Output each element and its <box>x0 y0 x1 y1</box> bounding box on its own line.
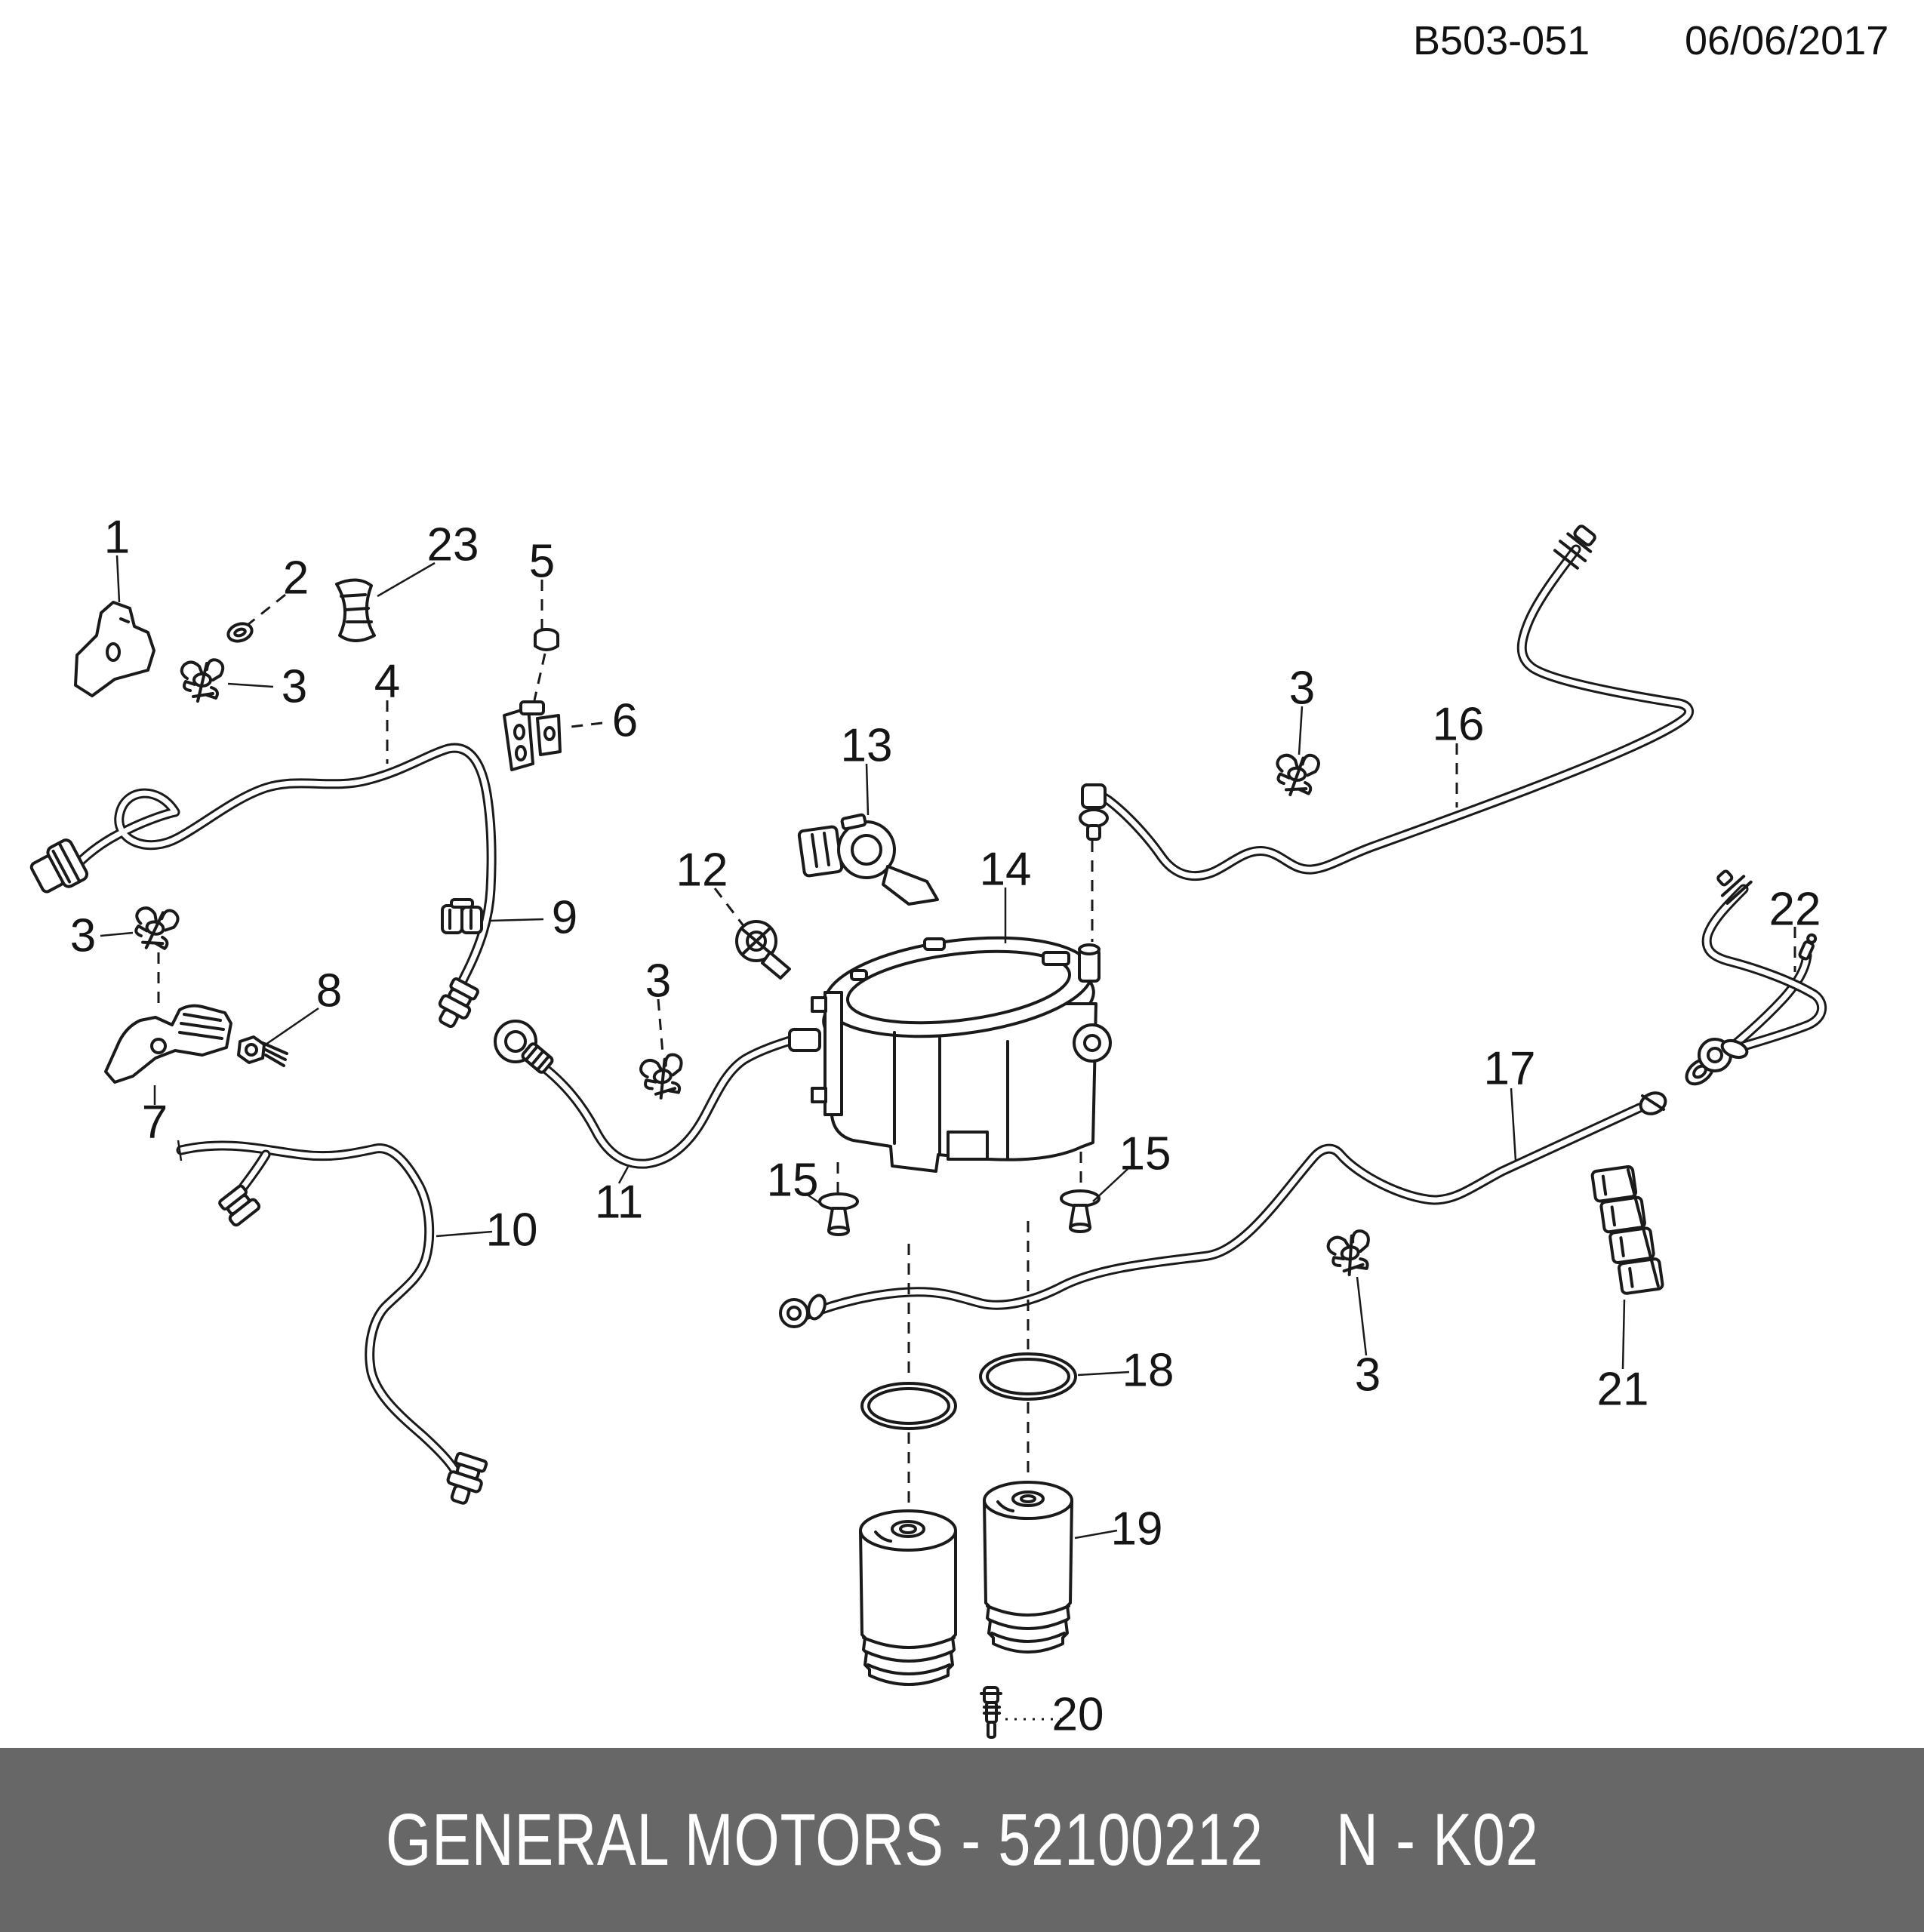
footer-revision: N - K02 <box>1335 1798 1539 1881</box>
callout-3: 3 <box>70 910 96 962</box>
fuel-hose-4 <box>29 743 497 1029</box>
callout-5: 5 <box>529 536 555 588</box>
bracket-1 <box>74 601 155 697</box>
callout-11: 11 <box>595 1177 643 1229</box>
filter-outlet-boss <box>1073 1023 1112 1063</box>
fuel-filter-assembly <box>811 936 1112 1173</box>
callout-14: 14 <box>980 844 1032 896</box>
clip-3-d <box>1273 750 1322 799</box>
callout-23: 23 <box>427 519 479 571</box>
callout-10: 10 <box>486 1204 538 1257</box>
callout-17: 17 <box>1484 1043 1536 1095</box>
diagram-date: 06/06/2017 <box>1685 18 1889 63</box>
callout-21: 21 <box>1597 1364 1649 1416</box>
bracket-7 <box>104 1004 232 1084</box>
pipe16-tip-fitting <box>1553 525 1596 570</box>
sensor-12 <box>735 920 791 980</box>
pipe22-end-connector <box>1698 1038 1749 1072</box>
callout-2: 2 <box>283 552 309 605</box>
hose4-connector <box>29 838 89 894</box>
callout-15: 15 <box>767 1155 819 1207</box>
filter-cartridge-19-right <box>983 1481 1073 1654</box>
bracket-6 <box>503 700 562 771</box>
hose10-end-fitting <box>446 1451 488 1505</box>
callout-9: 9 <box>552 892 577 944</box>
pipe17-left-connector <box>779 1294 827 1328</box>
clip-3-e <box>1325 1228 1376 1279</box>
callout-4: 4 <box>374 656 400 708</box>
rivet-15-a <box>818 1192 859 1236</box>
sensor-13 <box>797 813 939 906</box>
filter-inlet-port <box>788 1028 821 1052</box>
pipe17-tip <box>1798 933 1818 961</box>
pipe16-elbow-fitting <box>1079 783 1109 841</box>
o-ring-18-right <box>979 1352 1077 1401</box>
rivet-15-b <box>1060 1189 1101 1233</box>
callout-3: 3 <box>645 955 671 1008</box>
callout-15: 15 <box>1119 1128 1171 1180</box>
footer-bar: GENERAL MOTORS - 52100212 N - K02 <box>0 1748 1924 1932</box>
fuel-pipe-16 <box>1079 525 1695 881</box>
clip-9 <box>441 898 483 934</box>
clip-3-a <box>180 658 225 703</box>
callout-3: 3 <box>1355 1349 1381 1401</box>
washer-2 <box>226 622 254 643</box>
callout-22: 22 <box>1769 884 1821 936</box>
callout-19: 19 <box>1111 1503 1163 1555</box>
callout-8: 8 <box>316 965 342 1017</box>
drain-plug-20 <box>980 1686 1002 1739</box>
diagram-code: B503-051 <box>1413 18 1590 63</box>
filter-cartridge-19-left <box>859 1509 957 1686</box>
bolt-8 <box>237 1035 288 1067</box>
pipe17-hex-fitting <box>1639 1091 1667 1115</box>
strap-clip-23 <box>335 578 376 642</box>
nut-5 <box>534 628 559 651</box>
callout-13: 13 <box>841 720 893 772</box>
o-ring-18-left <box>860 1382 957 1430</box>
callout-7: 7 <box>142 1097 168 1149</box>
clip-3-c <box>638 1051 688 1102</box>
footer-title: GENERAL MOTORS - 52100212 <box>385 1798 1264 1881</box>
callout-12: 12 <box>676 844 728 897</box>
fuel-hose-11 <box>494 1020 821 1169</box>
footer-text: GENERAL MOTORS - 52100212 N - K02 <box>386 1798 1539 1882</box>
fuel-pipe-22 <box>1698 869 1827 1072</box>
fuel-hose-10 <box>176 1140 488 1505</box>
clip-stack-21 <box>1590 1164 1664 1295</box>
callout-20: 20 <box>1052 1689 1104 1741</box>
callout-3: 3 <box>1289 663 1315 715</box>
callout-3: 3 <box>282 661 307 713</box>
hose4-end-fitting <box>438 977 479 1029</box>
callout-1: 1 <box>104 512 130 564</box>
hose11-connector <box>494 1020 554 1074</box>
clip-3-b <box>129 902 181 955</box>
callout-16: 16 <box>1433 699 1485 751</box>
hose10-branch-fitting <box>218 1184 261 1227</box>
filter-top-port <box>1078 943 1101 983</box>
callout-18: 18 <box>1122 1345 1174 1397</box>
pipe22-tip-fitting <box>1716 869 1753 905</box>
callout-6: 6 <box>612 695 638 747</box>
